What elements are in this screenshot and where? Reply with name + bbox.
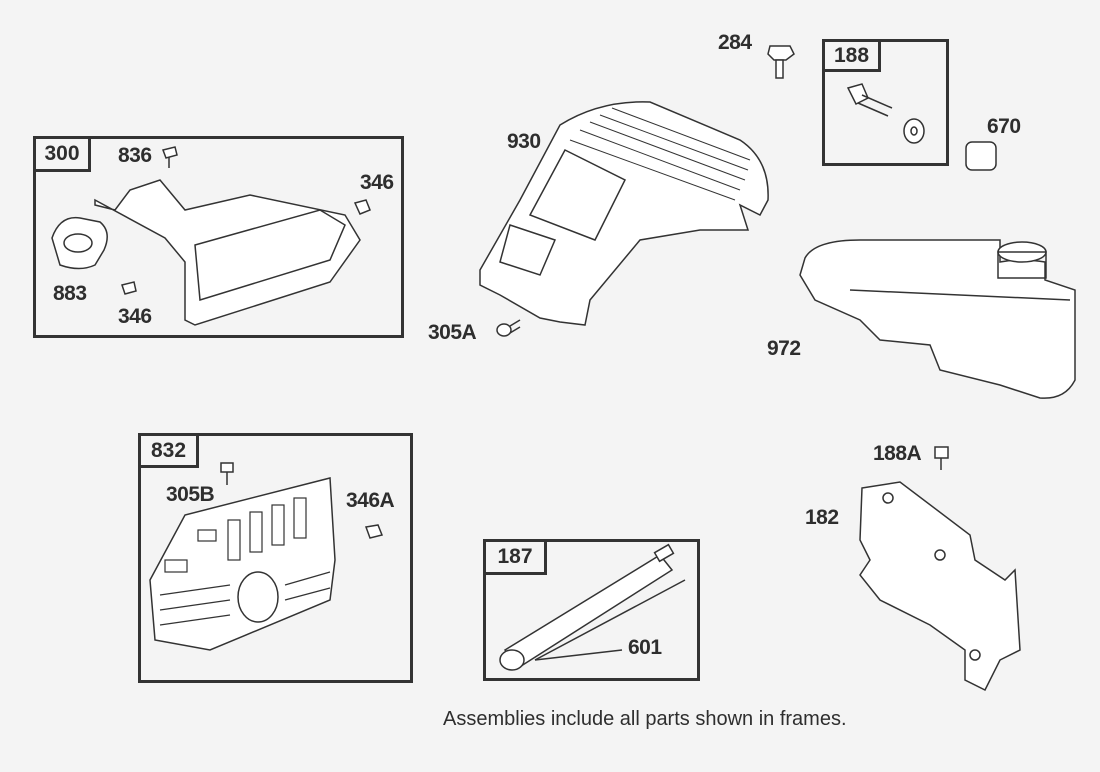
part-label-930: 930: [507, 130, 541, 153]
part-label-182: 182: [805, 506, 839, 529]
part-label-883: 883: [53, 282, 87, 305]
frame-300: 300: [33, 136, 404, 338]
fuel-line-187-drawing: [499, 543, 686, 671]
part-label-305B: 305B: [166, 483, 215, 506]
frame-label-832: 832: [138, 433, 199, 468]
part-label-972: 972: [767, 337, 801, 360]
shoulder-bolt-188-drawing: [846, 83, 925, 144]
part-label-284: 284: [718, 31, 752, 54]
frame-832: 832: [138, 433, 413, 683]
screw-305A-drawing: [496, 319, 521, 337]
part-label-188A: 188A: [873, 442, 922, 465]
muffler-300-drawing: [51, 146, 371, 326]
bushing-670-drawing: [965, 141, 997, 171]
part-label-601: 601: [628, 636, 662, 659]
assemblies-note: Assemblies include all parts shown in fr…: [443, 708, 847, 730]
part-label-346-upper: 346: [360, 171, 394, 194]
part-label-836: 836: [118, 144, 152, 167]
bolt-284-drawing: [767, 45, 795, 79]
cover-930-drawing: [479, 101, 769, 326]
frame-label-187: 187: [483, 539, 547, 575]
frame-188: 188: [822, 39, 949, 166]
part-label-305A: 305A: [428, 321, 477, 344]
part-label-346A: 346A: [346, 489, 395, 512]
bracket-182-drawing: [859, 446, 1021, 692]
frame-label-188: 188: [822, 39, 881, 72]
part-label-346-lower: 346: [118, 305, 152, 328]
fuel-tank-972-drawing: [799, 239, 1076, 399]
frame-187: 187: [483, 539, 700, 681]
frame-label-300: 300: [33, 136, 91, 172]
part-label-670: 670: [987, 115, 1021, 138]
heat-shield-832-drawing: [149, 462, 384, 651]
